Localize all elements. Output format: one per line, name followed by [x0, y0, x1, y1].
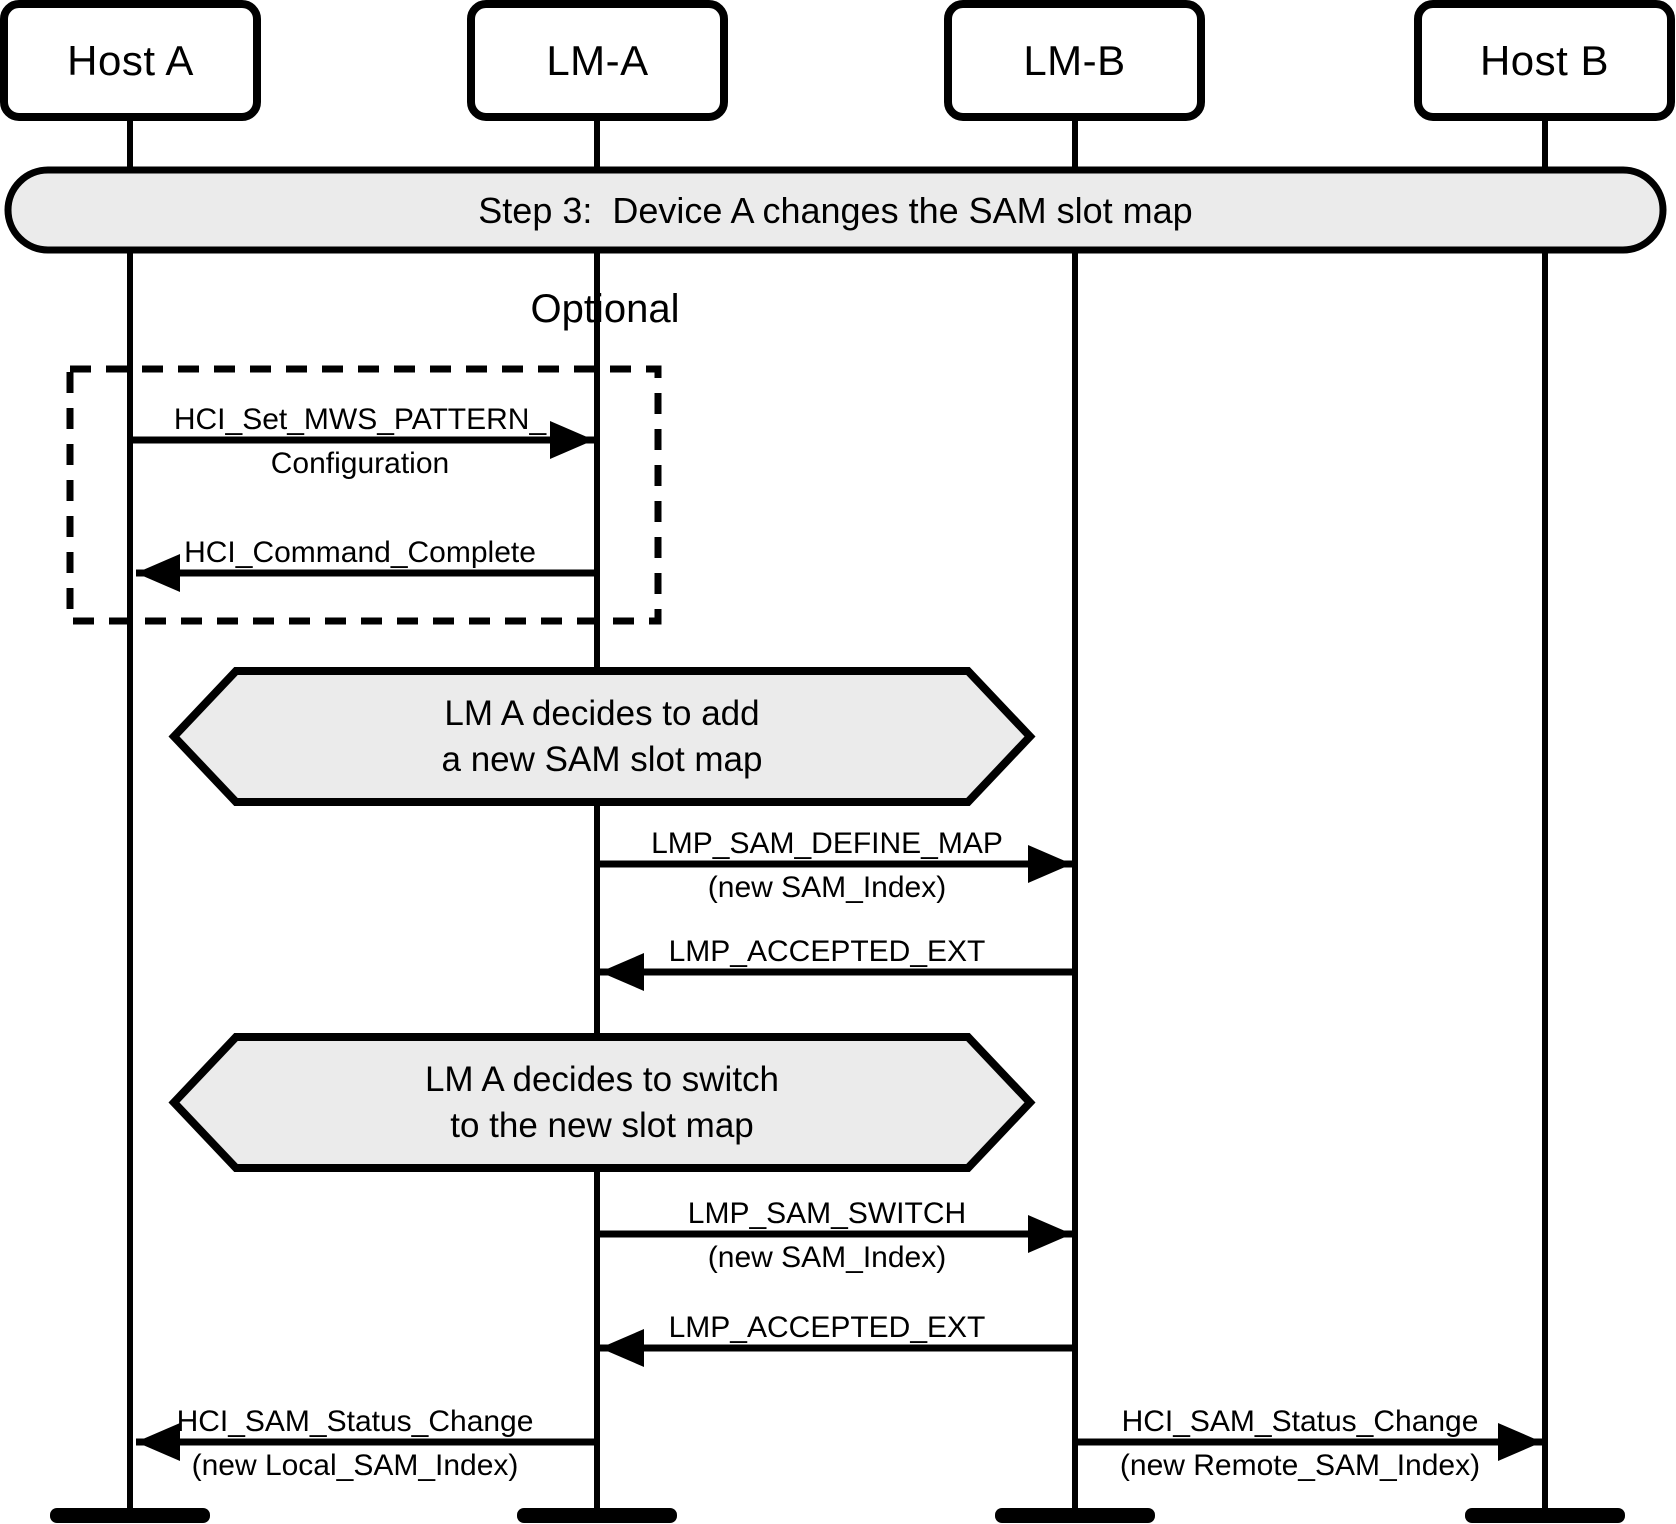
end-bar-lm-a — [517, 1508, 677, 1523]
msg-hci-command-complete: HCI_Command_Complete — [184, 536, 536, 569]
note-switch-line1: LM A decides to switch — [424, 1059, 780, 1099]
msg-lmp-sam-switch-line2: (new SAM_Index) — [707, 1241, 947, 1274]
participant-box-host-a — [0, 0, 261, 121]
note-label-add-map: LM A decides to add a new SAM slot map — [174, 671, 1030, 802]
participant-box-lm-a — [467, 0, 728, 121]
note-switch-line2: to the new slot map — [450, 1105, 754, 1145]
msg-hci-sam-status-change-remote-line2: (new Remote_SAM_Index) — [1119, 1449, 1481, 1482]
step-banner-shape — [4, 166, 1667, 254]
note-hexagon-add-map — [168, 667, 1036, 806]
msg-hci-set-mws-pattern-line1: HCI_Set_MWS_PATTERN_ — [173, 403, 547, 436]
participant-label-host-a: Host A — [67, 36, 194, 84]
participant-label-lm-a: LM-A — [546, 36, 649, 84]
note-add-line2: a new SAM slot map — [441, 739, 763, 779]
msg-hci-set-mws-pattern-line2: Configuration — [270, 447, 450, 480]
end-bar-host-a — [50, 1508, 210, 1523]
participant-label-lm-b: LM-B — [1023, 36, 1126, 84]
msg-lmp-accepted-ext-2: LMP_ACCEPTED_EXT — [668, 1311, 986, 1344]
note-add-line1: LM A decides to add — [444, 693, 760, 733]
participant-label-host-b: Host B — [1479, 36, 1610, 84]
msg-lmp-sam-switch-line1: LMP_SAM_SWITCH — [687, 1197, 967, 1230]
optional-dashed-box — [66, 365, 662, 625]
participant-box-host-b — [1414, 0, 1675, 121]
step-banner-label: Step 3: Device A changes the SAM slot ma… — [478, 190, 1193, 231]
msg-hci-sam-status-change-remote-line1: HCI_SAM_Status_Change — [1121, 1405, 1479, 1438]
note-label-switch-map: LM A decides to switch to the new slot m… — [174, 1037, 1030, 1168]
msg-hci-sam-status-change-local-line1: HCI_SAM_Status_Change — [176, 1405, 534, 1438]
end-bar-lm-b — [995, 1508, 1155, 1523]
participant-box-lm-b — [944, 0, 1205, 121]
end-bar-host-b — [1465, 1508, 1625, 1523]
msg-lmp-sam-define-map-line1: LMP_SAM_DEFINE_MAP — [651, 827, 1003, 860]
msg-lmp-accepted-ext-1: LMP_ACCEPTED_EXT — [668, 935, 986, 968]
msg-hci-sam-status-change-local-line2: (new Local_SAM_Index) — [191, 1449, 519, 1482]
note-hexagon-switch-map — [168, 1033, 1036, 1172]
msg-lmp-sam-define-map-line2: (new SAM_Index) — [707, 871, 947, 904]
optional-label: Optional — [530, 286, 680, 331]
